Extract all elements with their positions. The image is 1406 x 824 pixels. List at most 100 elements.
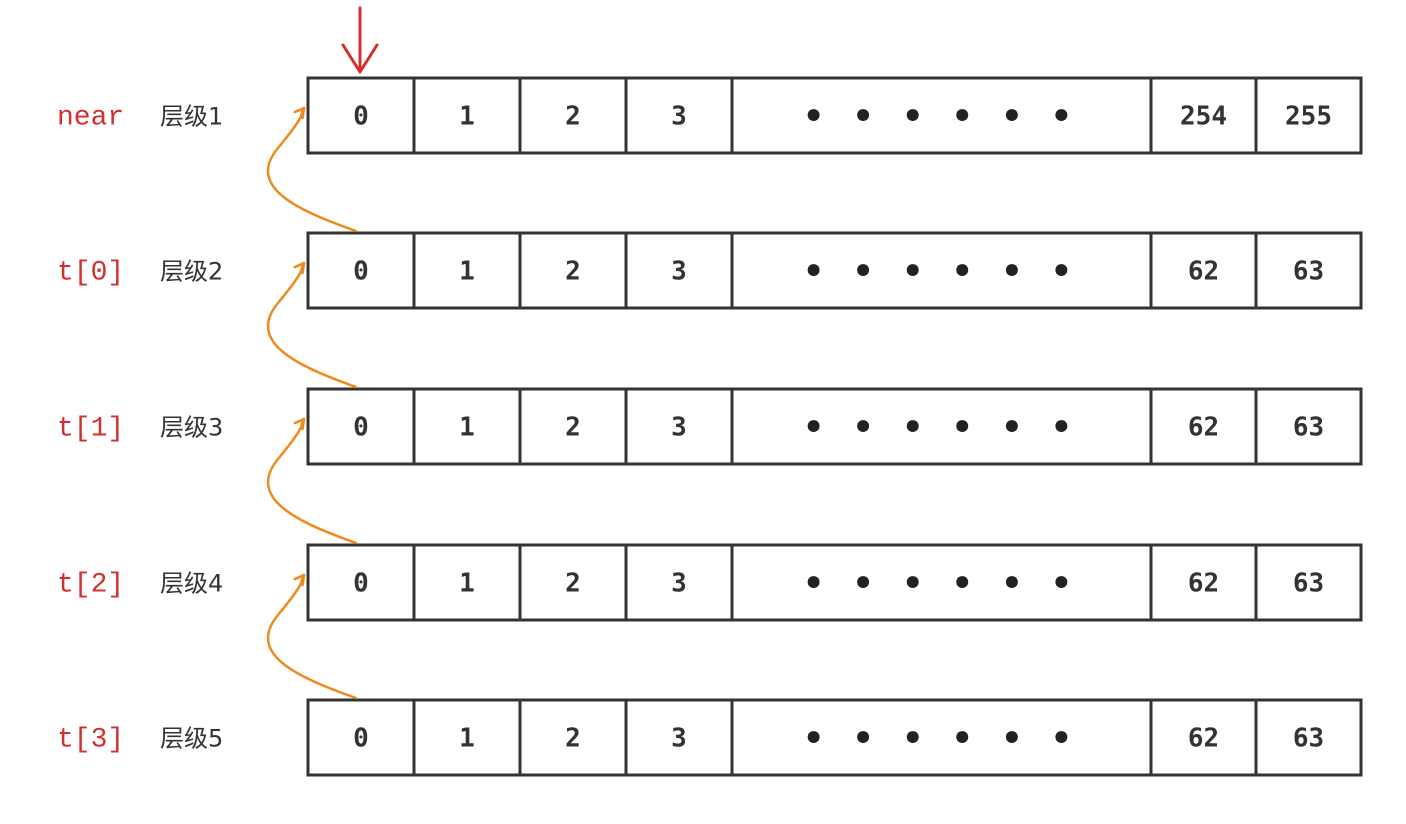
slot-index-label: 0 bbox=[353, 102, 369, 132]
ellipsis-label: • • • • • • bbox=[803, 252, 1081, 292]
slot-box bbox=[1254, 543, 1363, 622]
slot-box bbox=[1149, 387, 1258, 466]
level-row: near 层级1 0 1 2 3 • • • • • • 254 255 bbox=[57, 76, 1363, 155]
slot-cell: 0 bbox=[306, 231, 416, 310]
slot-box bbox=[412, 231, 522, 310]
cascade-arrow bbox=[266, 573, 358, 700]
cascade-arrow bbox=[266, 106, 358, 233]
slot-cell: 0 bbox=[306, 543, 416, 622]
ellipsis-label: • • • • • • bbox=[803, 564, 1081, 604]
slot-box bbox=[306, 387, 416, 466]
slot-index-label: 62 bbox=[1188, 257, 1219, 287]
slot-cell: 2 bbox=[518, 387, 628, 466]
slot-index-label: 2 bbox=[565, 102, 581, 132]
slot-cell: 3 bbox=[624, 76, 734, 155]
wheel-variable-label: t[1] bbox=[57, 414, 124, 445]
slot-cell: 0 bbox=[306, 387, 416, 466]
slot-cell: 1 bbox=[412, 231, 522, 310]
level-label: 层级2 bbox=[160, 258, 223, 286]
slot-index-label: 63 bbox=[1293, 413, 1324, 443]
slot-index-label: 2 bbox=[565, 413, 581, 443]
slot-cell: 2 bbox=[518, 698, 628, 777]
slot-box bbox=[730, 543, 1153, 622]
wheel-variable-label: t[0] bbox=[57, 258, 124, 289]
slot-box bbox=[518, 231, 628, 310]
slot-box bbox=[1149, 543, 1258, 622]
slot-index-label: 63 bbox=[1293, 569, 1324, 599]
slot-cell: 63 bbox=[1254, 231, 1363, 310]
slot-cell: 255 bbox=[1254, 76, 1363, 155]
slot-cell: 2 bbox=[518, 76, 628, 155]
slot-box bbox=[518, 387, 628, 466]
slot-cell: 62 bbox=[1149, 698, 1258, 777]
slot-box bbox=[1254, 387, 1363, 466]
cascade-arrow bbox=[266, 261, 358, 389]
wheel-levels: near 层级1 0 1 2 3 • • • • • • 254 255 t[0] 层级2 0 1 2 3 •… bbox=[57, 76, 1363, 777]
level-label: 层级4 bbox=[160, 570, 223, 598]
slot-cell: • • • • • • bbox=[730, 543, 1153, 622]
slot-cell: 1 bbox=[412, 76, 522, 155]
slot-cell: • • • • • • bbox=[730, 76, 1153, 155]
slot-box bbox=[1254, 231, 1363, 310]
slot-box bbox=[1149, 698, 1258, 777]
slot-index-label: 255 bbox=[1285, 102, 1332, 132]
slot-cell: • • • • • • bbox=[730, 387, 1153, 466]
level-label: 层级1 bbox=[160, 103, 223, 131]
slot-box bbox=[730, 698, 1153, 777]
slot-box bbox=[1254, 698, 1363, 777]
slot-index-label: 3 bbox=[671, 724, 687, 754]
slot-cell: 62 bbox=[1149, 543, 1258, 622]
slot-index-label: 63 bbox=[1293, 724, 1324, 754]
slot-index-label: 63 bbox=[1293, 257, 1324, 287]
slot-cell: 62 bbox=[1149, 231, 1258, 310]
slot-index-label: 0 bbox=[353, 413, 369, 443]
current-slot-pointer-arrow bbox=[341, 6, 379, 74]
slot-index-label: 2 bbox=[565, 257, 581, 287]
slot-cell: • • • • • • bbox=[730, 231, 1153, 310]
slot-cell: • • • • • • bbox=[730, 698, 1153, 777]
ellipsis-label: • • • • • • bbox=[803, 408, 1081, 448]
slot-index-label: 1 bbox=[459, 724, 475, 754]
slot-box bbox=[1149, 231, 1258, 310]
slot-cell: 1 bbox=[412, 543, 522, 622]
level-label: 层级5 bbox=[160, 725, 223, 753]
slot-box bbox=[730, 387, 1153, 466]
slot-cell: 2 bbox=[518, 543, 628, 622]
slot-index-label: 0 bbox=[353, 724, 369, 754]
slot-index-label: 62 bbox=[1188, 724, 1219, 754]
slot-index-label: 62 bbox=[1188, 413, 1219, 443]
slot-box bbox=[1254, 76, 1363, 155]
slot-cell: 63 bbox=[1254, 543, 1363, 622]
slot-index-label: 254 bbox=[1180, 102, 1227, 132]
slot-index-label: 2 bbox=[565, 569, 581, 599]
slot-cell: 3 bbox=[624, 698, 734, 777]
slot-box bbox=[624, 231, 734, 310]
slot-index-label: 1 bbox=[459, 257, 475, 287]
slot-cell: 62 bbox=[1149, 387, 1258, 466]
slot-index-label: 2 bbox=[565, 724, 581, 754]
slot-index-label: 1 bbox=[459, 102, 475, 132]
slot-box bbox=[624, 387, 734, 466]
slot-index-label: 0 bbox=[353, 569, 369, 599]
slot-box bbox=[412, 387, 522, 466]
cascade-arrows bbox=[266, 106, 358, 700]
slot-cell: 1 bbox=[412, 387, 522, 466]
slot-index-label: 1 bbox=[459, 569, 475, 599]
ellipsis-label: • • • • • • bbox=[803, 97, 1081, 137]
slot-box bbox=[518, 76, 628, 155]
slot-cell: 1 bbox=[412, 698, 522, 777]
slot-index-label: 62 bbox=[1188, 569, 1219, 599]
cascade-arrow bbox=[266, 417, 358, 545]
slot-cell: 0 bbox=[306, 698, 416, 777]
slot-index-label: 1 bbox=[459, 413, 475, 443]
wheel-variable-label: near bbox=[57, 103, 124, 134]
slot-box bbox=[412, 543, 522, 622]
slot-cell: 0 bbox=[306, 76, 416, 155]
slot-index-label: 0 bbox=[353, 257, 369, 287]
slot-box bbox=[518, 543, 628, 622]
